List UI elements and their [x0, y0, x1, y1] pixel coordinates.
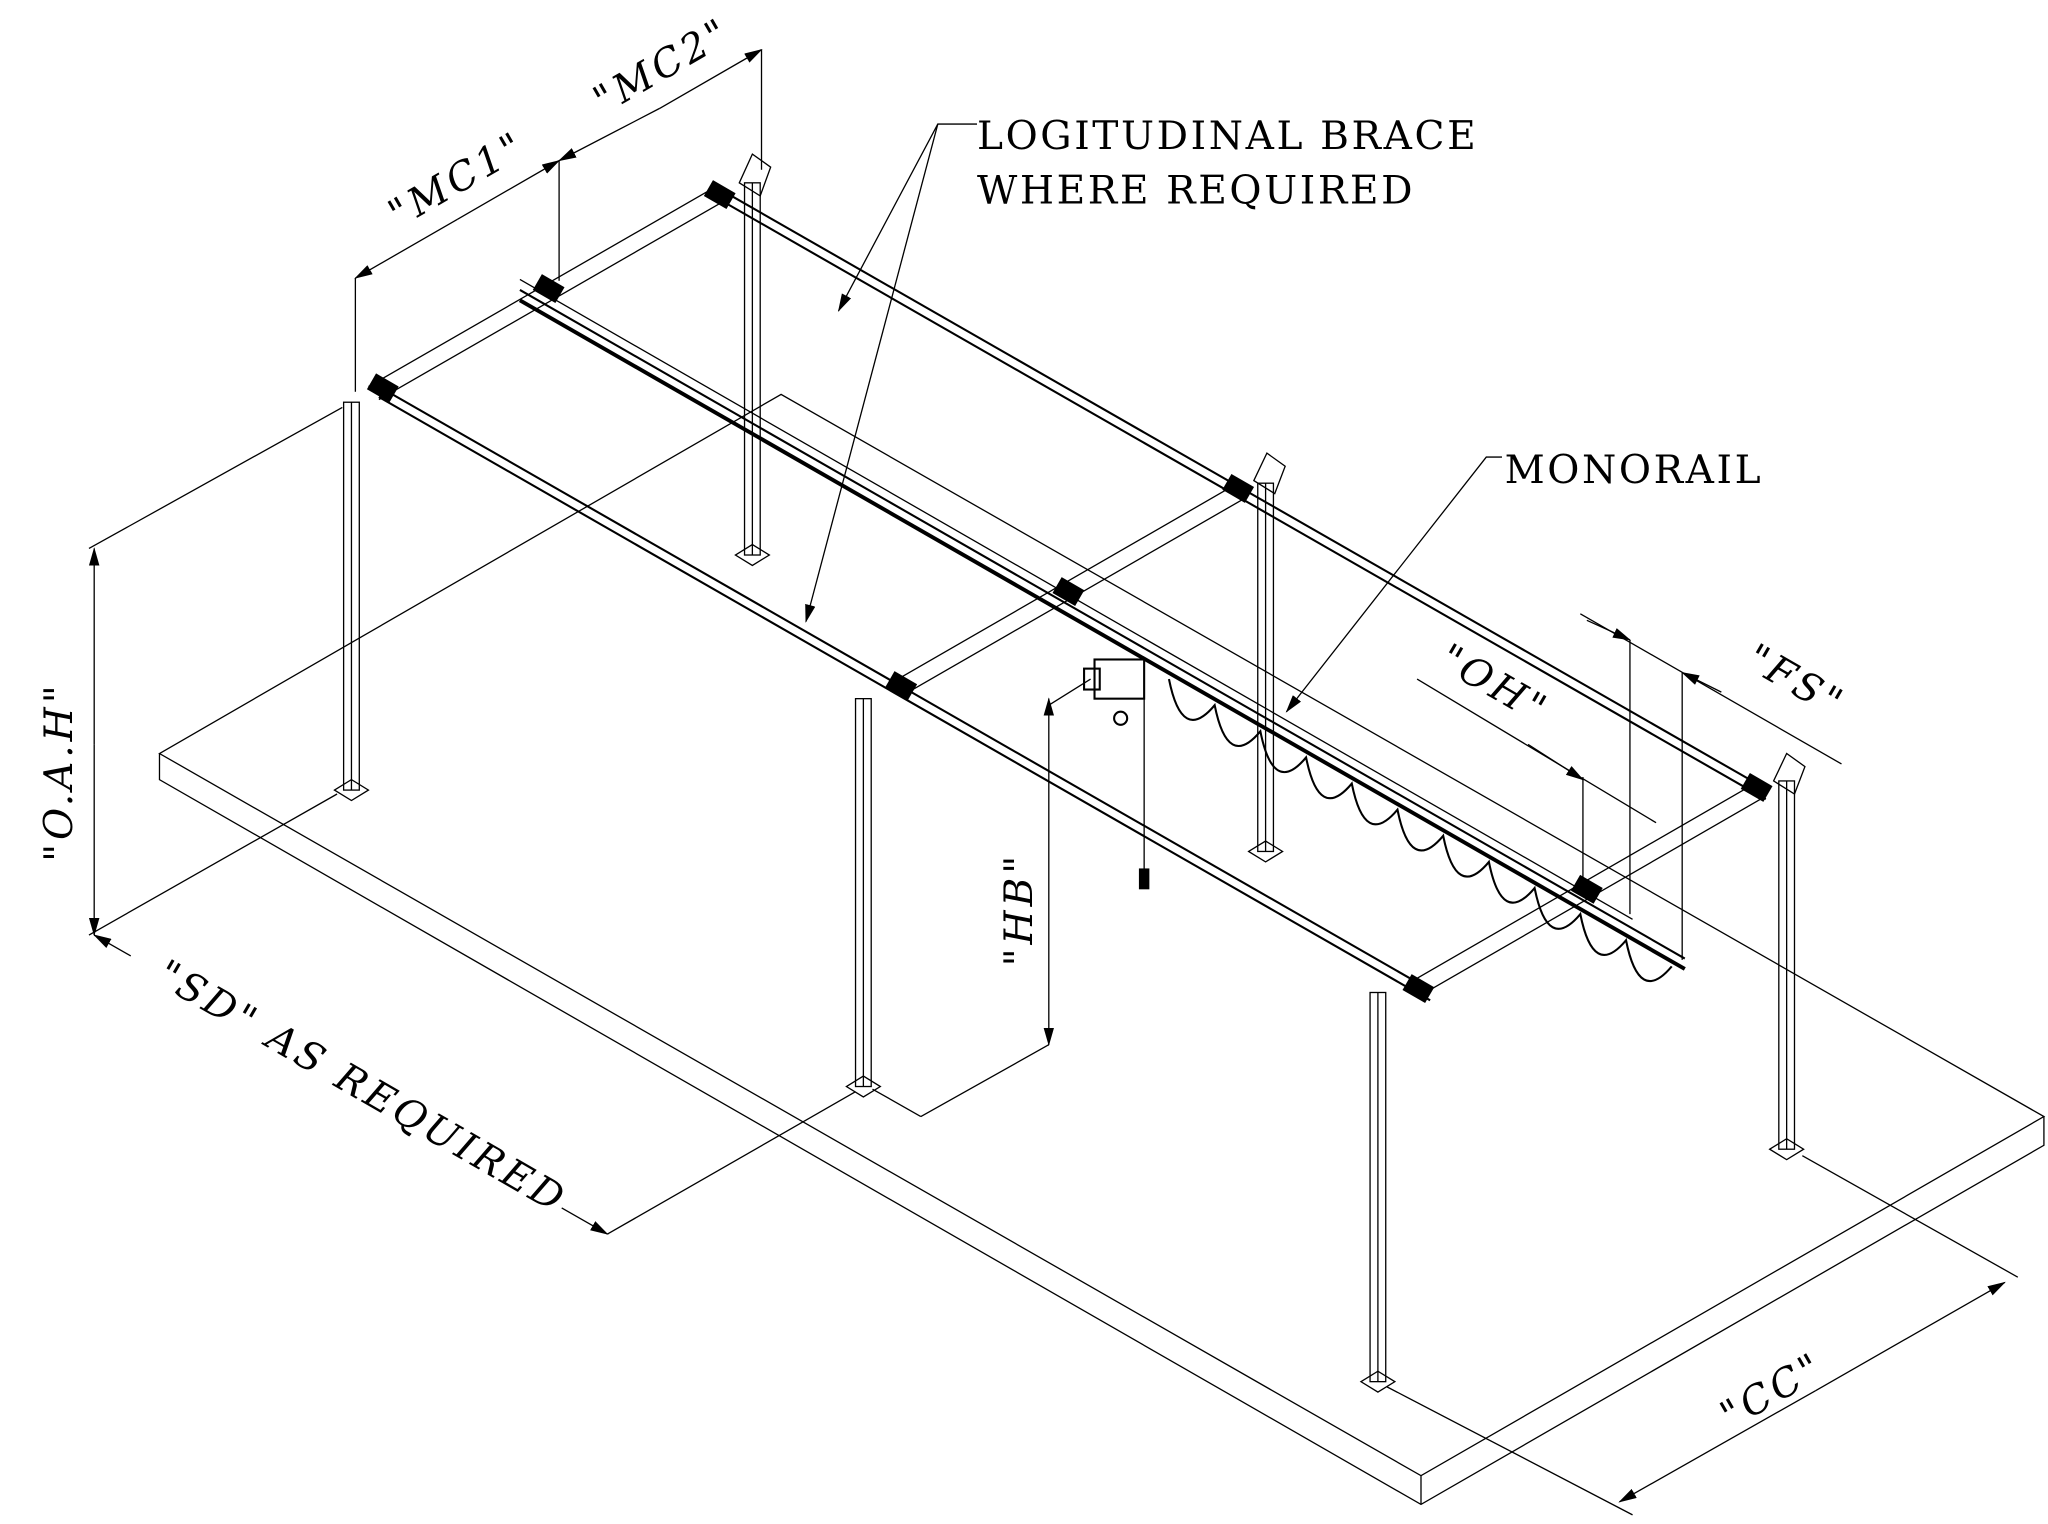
post	[1247, 452, 1286, 863]
post	[734, 153, 772, 567]
beam-clamps	[366, 180, 1773, 1004]
brace-label-line2: WHERE REQUIRED	[977, 169, 1415, 214]
sd-dimension: "SD" AS REQUIRED	[93, 934, 856, 1235]
hb-label: "HB"	[997, 852, 1042, 967]
fs-label: "FS"	[1739, 636, 1853, 728]
monorail-beam	[518, 278, 1686, 971]
oah-dimension: "O.A.H"	[37, 406, 343, 937]
post	[333, 401, 370, 802]
post	[1768, 752, 1806, 1161]
cc-label: "CC"	[1713, 1344, 1832, 1439]
oah-label: "O.A.H"	[37, 681, 82, 862]
longitudinal-brace-callout: LOGITUDINAL BRACE WHERE REQUIRED	[805, 114, 1478, 623]
floor-slab	[158, 393, 2046, 1506]
hb-dimension: "HB"	[872, 678, 1091, 1118]
sd-label: "SD" AS REQUIRED	[149, 952, 574, 1223]
posts	[333, 153, 1806, 1393]
post	[845, 698, 882, 1098]
monorail-callout: MONORAIL	[1285, 448, 1764, 713]
brace-label-line1: LOGITUDINAL BRACE	[977, 114, 1478, 159]
hoist	[1083, 658, 1150, 890]
festoon-cable	[1167, 678, 1673, 983]
mc-dimension: "MC1" "MC2"	[354, 9, 763, 392]
monorail-label: MONORAIL	[1505, 448, 1764, 493]
post	[1359, 991, 1397, 1393]
mc1-label: "MC1"	[381, 123, 534, 237]
cc-dimension: "CC"	[1386, 1155, 2019, 1516]
oh-label: "OH"	[1432, 636, 1557, 734]
